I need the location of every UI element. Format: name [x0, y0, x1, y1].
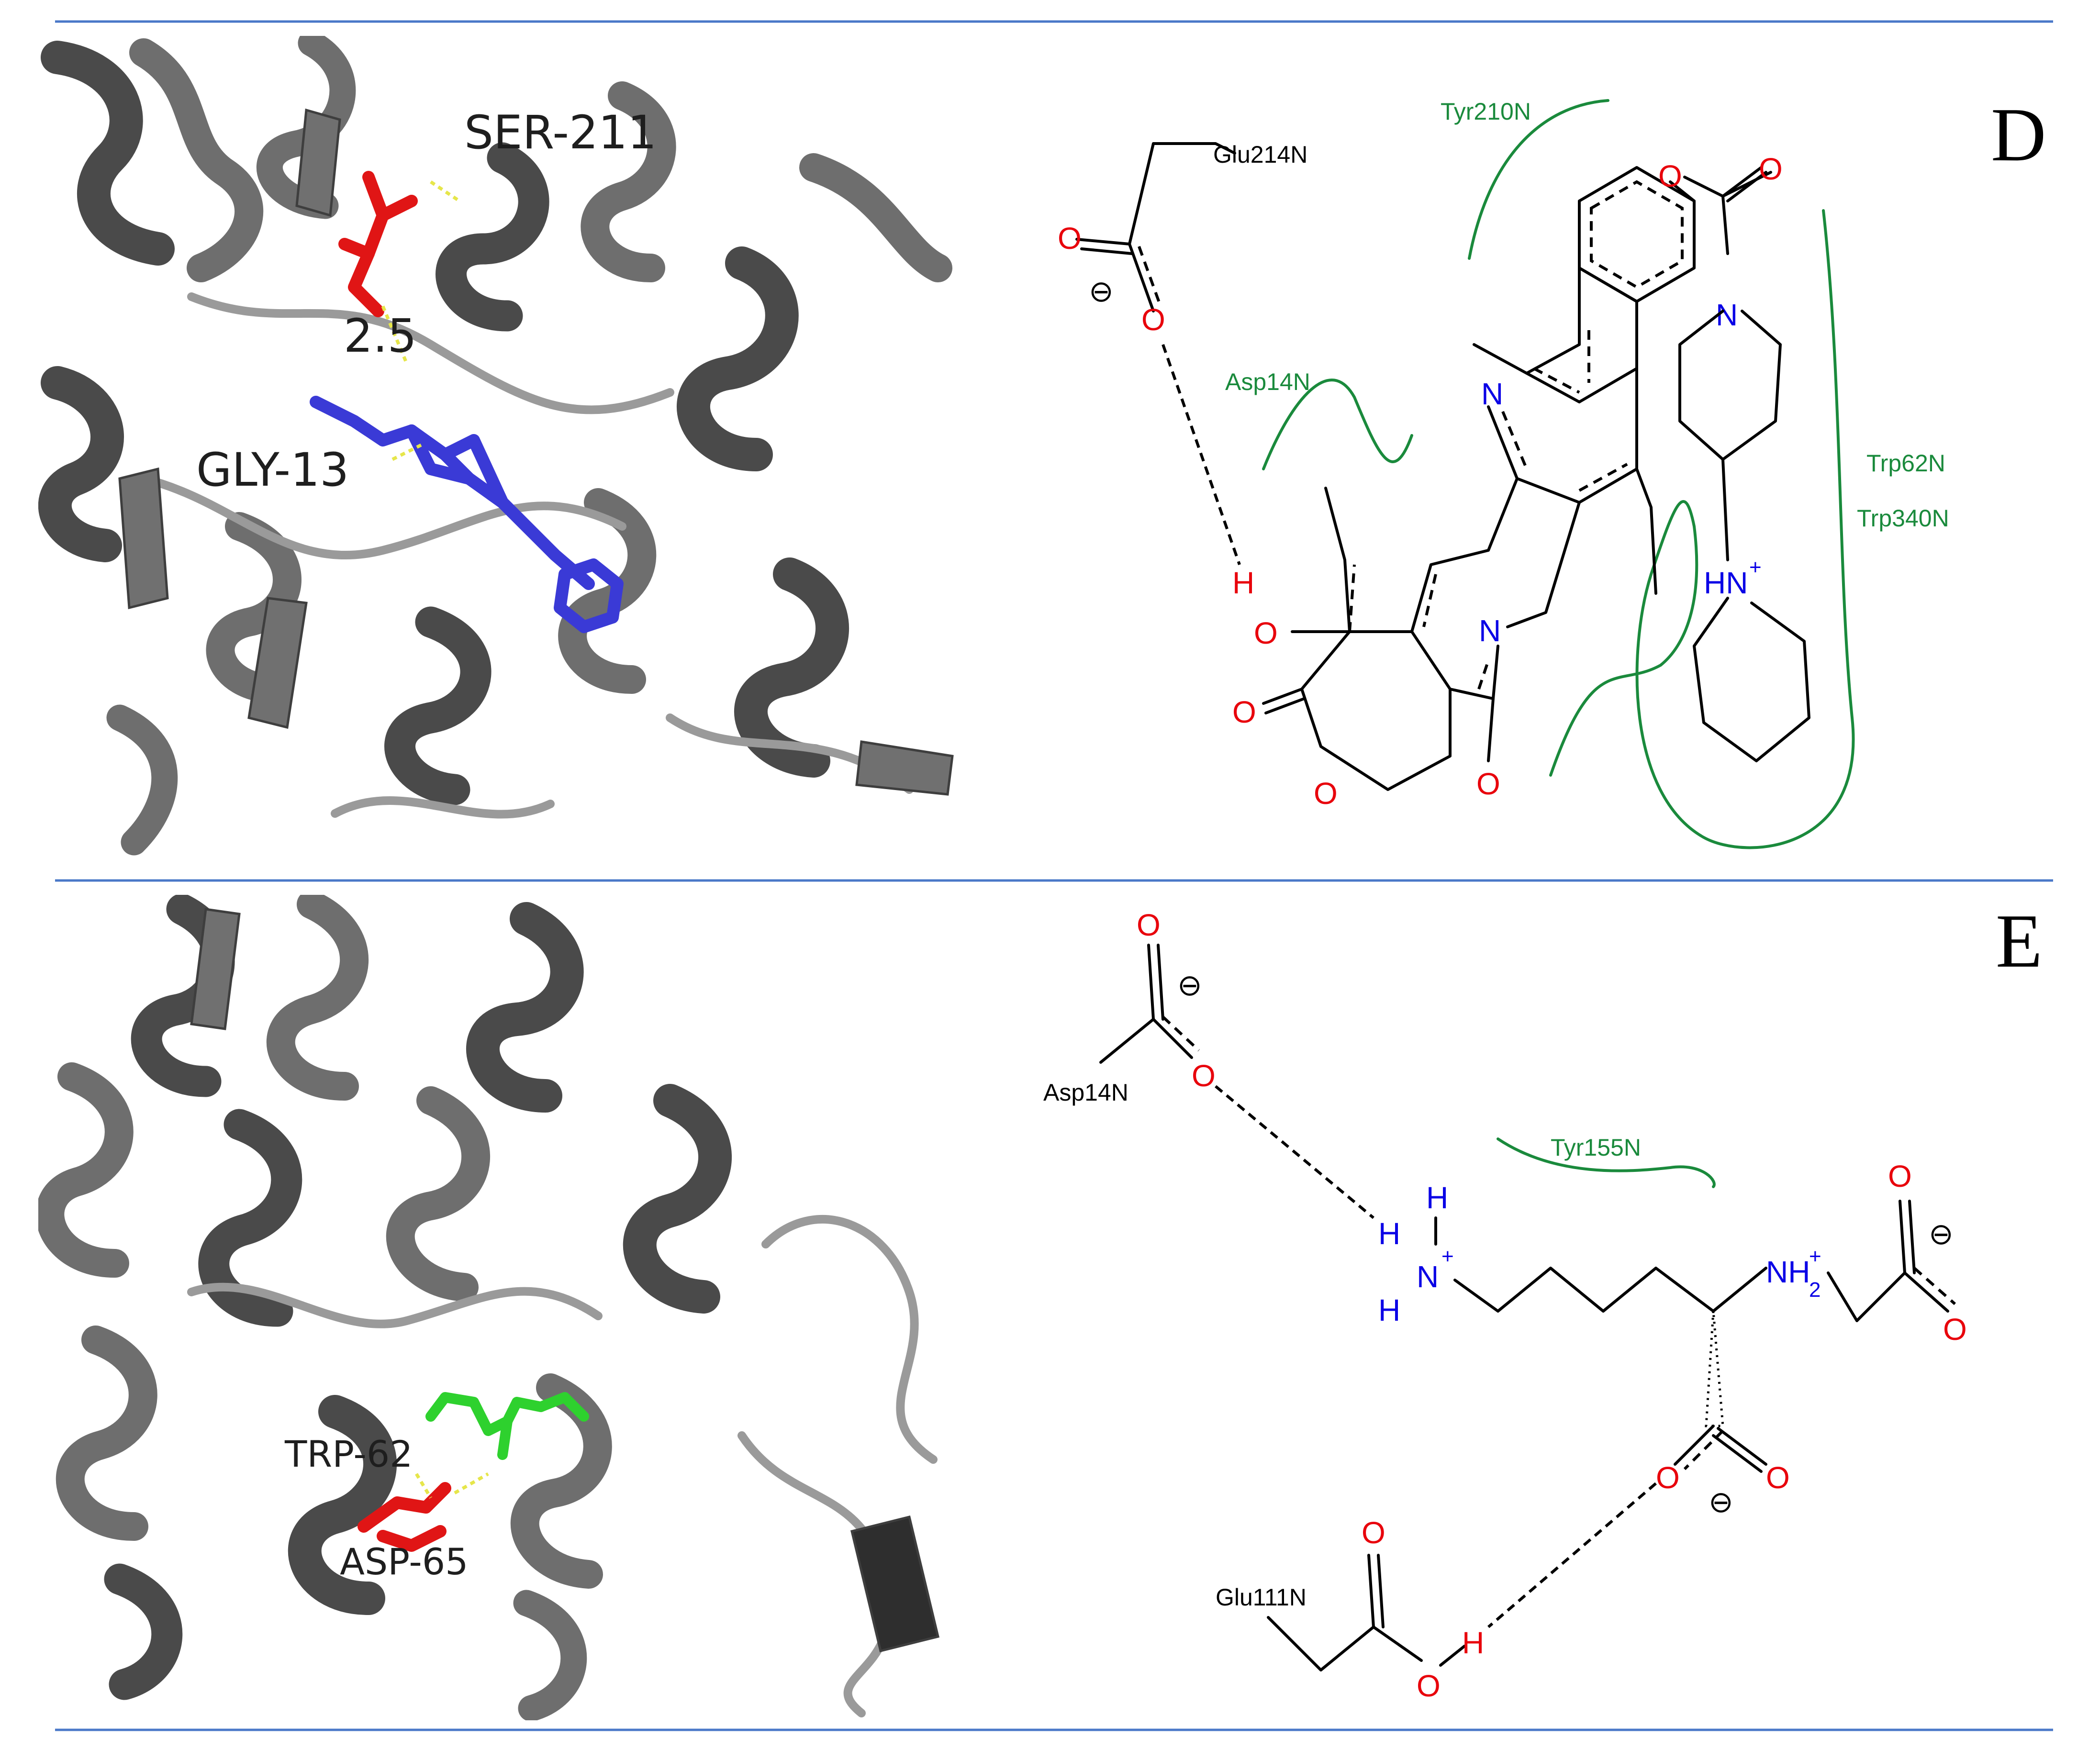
atom-o-ester: O — [1658, 159, 1682, 193]
atom-h-3: H — [1378, 1293, 1400, 1327]
label-ser-211: SER-211 — [464, 106, 657, 159]
atom-h-hydroxyl: H — [1232, 566, 1254, 600]
atom-h-1: H — [1426, 1181, 1448, 1215]
atom-n-pyridone: N — [1479, 613, 1501, 648]
atom-o-pyridone: O — [1476, 767, 1500, 801]
atom-hn-plus: HN — [1704, 566, 1748, 600]
atom-nh2: NH — [1766, 1255, 1810, 1289]
atom-o-gly-1: O — [1888, 1159, 1912, 1193]
panel-e-diagram: E O Asp14N O ⊖ Tyr155N H H N + H NH 2 + … — [1043, 898, 2043, 1703]
residue-tyr155: Tyr155N — [1551, 1134, 1641, 1161]
label-distance: 2.5 — [344, 309, 417, 363]
residue-glu111: Glu111N — [1216, 1584, 1307, 1611]
atom-h-glu111: H — [1462, 1626, 1484, 1660]
atom-o-alpha-2: O — [1766, 1460, 1790, 1495]
charge-gly: ⊖ — [1929, 1216, 1954, 1251]
atom-plus-ammonium: + — [1441, 1245, 1454, 1268]
atom-o-lactone-ring: O — [1314, 776, 1338, 811]
panel-letter-e: E — [1996, 898, 2043, 983]
atom-nh2-plus: + — [1809, 1245, 1821, 1268]
atom-o-glu111-2: O — [1417, 1669, 1441, 1703]
atom-o-glu-2: O — [1141, 302, 1165, 337]
residue-trp62: Trp62N — [1866, 450, 1945, 477]
charge-alpha: ⊖ — [1709, 1484, 1733, 1519]
atom-o-alpha-1: O — [1656, 1460, 1680, 1495]
atom-o-carbonyl: O — [1759, 152, 1783, 186]
residue-asp14: Asp14N — [1225, 368, 1310, 395]
charge-glu: ⊖ — [1089, 274, 1114, 309]
atom-n-quinoline: N — [1481, 377, 1503, 411]
label-asp-65: ASP-65 — [340, 1540, 469, 1583]
hbond-d-glu — [1162, 344, 1241, 565]
hbond-e-asp — [1215, 1085, 1374, 1219]
panel-d-diagram: D Glu214N O O ⊖ Tyr210N Asp14N Trp62N Tr… — [1058, 92, 2046, 849]
atom-o-gly-2: O — [1943, 1312, 1967, 1347]
label-trp-62: TRP-62 — [284, 1433, 413, 1475]
label-gly-13: GLY-13 — [196, 443, 349, 497]
atom-nh2-sub: 2 — [1809, 1278, 1821, 1302]
atom-o-lactone-carbonyl: O — [1232, 695, 1256, 729]
residue-tyr210: Tyr210N — [1441, 98, 1531, 125]
atom-o-glu111-1: O — [1362, 1515, 1385, 1550]
residue-asp14-e: Asp14N — [1043, 1079, 1128, 1106]
atom-o-hydroxyl: O — [1254, 616, 1278, 650]
panel-letter-d: D — [1991, 92, 2046, 177]
hbond-e-glu — [1487, 1482, 1657, 1628]
atom-o-asp-2: O — [1192, 1058, 1216, 1093]
atom-n-ammonium: N — [1417, 1259, 1439, 1294]
panel-d-structure: SER-211 GLY-13 2.5 — [38, 36, 972, 861]
residue-glu214: Glu214N — [1213, 141, 1307, 168]
atom-o-asp-1: O — [1137, 908, 1161, 942]
charge-asp: ⊖ — [1177, 968, 1202, 1003]
atom-h-2: H — [1378, 1216, 1400, 1251]
atom-o-glu-1: O — [1058, 221, 1082, 256]
residue-trp340: Trp340N — [1857, 505, 1949, 532]
panel-e-structure: TRP-62 ASP-65 — [38, 895, 972, 1720]
atom-plus: + — [1749, 556, 1762, 579]
